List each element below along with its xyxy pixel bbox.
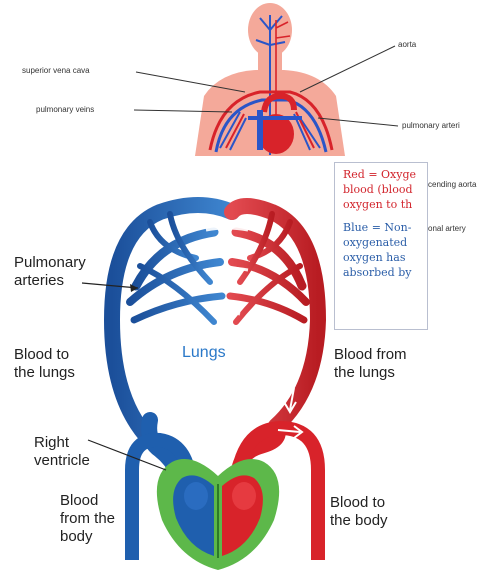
label-aorta: aorta — [398, 40, 416, 49]
leader-aorta — [300, 46, 395, 92]
label-pulmonary-veins: pulmonary veins — [36, 105, 94, 114]
lung-capillaries-deoxygenated — [112, 205, 232, 440]
leader-superior-vena-cava — [136, 72, 245, 92]
label-pulmonary-arteries-top: pulmonary arteri — [402, 121, 494, 130]
lung-capillaries-oxygenated — [230, 206, 318, 426]
leader-pulmonary-veins — [134, 110, 232, 112]
label-superior-vena-cava: superior vena cava — [22, 66, 90, 75]
heart-illustration — [157, 459, 279, 570]
arrow-blood-to-lungs — [124, 348, 136, 370]
label-blood-to-body: Blood to the body — [330, 494, 388, 530]
label-blood-from-body: Blood from the body — [60, 492, 115, 546]
leader-pulmonary-arteries-top — [318, 118, 398, 126]
label-pulmonary-arteries: Pulmonary arteries — [14, 254, 86, 290]
label-blood-to-lungs: Blood to the lungs — [14, 346, 75, 382]
label-right-ventricle: Right ventricle — [34, 434, 90, 470]
label-blood-from-lungs: Blood from the lungs — [334, 346, 407, 382]
top-leader-lines — [0, 0, 494, 160]
label-lungs: Lungs — [182, 344, 226, 362]
